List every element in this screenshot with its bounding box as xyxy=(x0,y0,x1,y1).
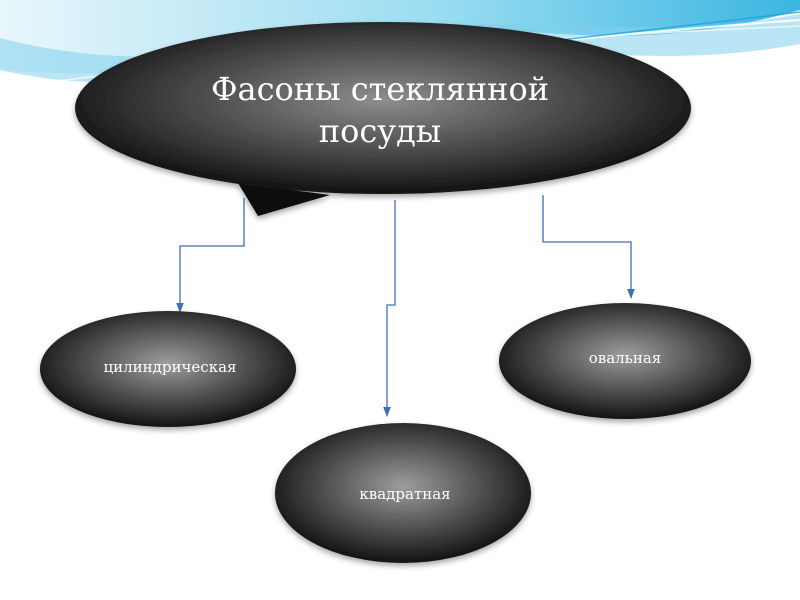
node-square-shape xyxy=(275,423,531,563)
connectors xyxy=(176,195,635,418)
node-cylindrical-shape xyxy=(40,311,296,427)
connector-to-oval xyxy=(542,195,635,300)
node-oval-shape xyxy=(499,303,751,419)
title-callout xyxy=(75,22,691,216)
connector-to-square xyxy=(383,200,396,418)
connector-to-cylindrical xyxy=(176,198,245,314)
